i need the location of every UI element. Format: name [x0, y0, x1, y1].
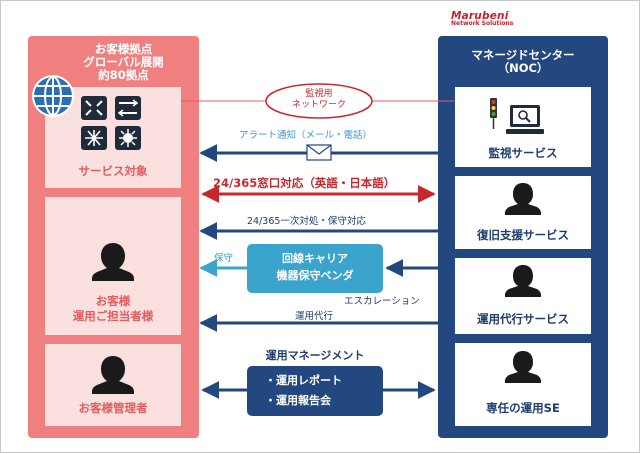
- customer-line-2: 運用ご担当者様: [72, 309, 154, 323]
- customer-line-1: お客様: [95, 294, 131, 308]
- customer-manager-label: お客様管理者: [78, 401, 148, 415]
- ops-proxy-service-label: 運用代行サービス: [477, 312, 569, 326]
- monitor-icon: [506, 105, 544, 134]
- brand-name: Marubeni: [451, 10, 509, 22]
- maintenance-label: 保守: [214, 253, 234, 264]
- brand-sub: Network Solutions: [451, 20, 514, 27]
- noc-title-line-1: マネージドセンター: [471, 48, 575, 62]
- title-line-2: グローバル展開: [83, 55, 164, 69]
- carrier-vendor-box: 回線キャリア 機器保守ベンダ: [247, 244, 383, 293]
- brand-logo: Marubeni Network Solutions: [451, 11, 551, 27]
- person-icon: [92, 356, 134, 394]
- customer-sites-title: お客様拠点 グローバル展開 約80拠点: [61, 43, 186, 82]
- traffic-light-icon: [490, 98, 497, 129]
- person-icon: [505, 265, 541, 297]
- alert-label: アラート通知（メール・電話）: [239, 130, 373, 141]
- ops-mgmt-box: ・運用レポート ・運用報告会: [247, 366, 383, 416]
- vendor-line: 機器保守ベンダ: [276, 269, 354, 282]
- envelope-icon: [306, 144, 332, 161]
- noc-title-line-2: （NOC）: [497, 61, 549, 75]
- monitoring-network-ellipse: [265, 83, 373, 119]
- dedicated-se-label: 専任の運用SE: [486, 401, 560, 415]
- ops-meeting-item: ・運用報告会: [265, 394, 331, 407]
- first-response-label: 24/365一次対処・保守対応: [247, 216, 366, 227]
- carrier-line: 回線キャリア: [282, 252, 348, 265]
- escalation-label: エスカレーション: [344, 296, 420, 307]
- service-target-label: サービス対象: [78, 164, 148, 178]
- router-icon: [81, 96, 107, 120]
- ops-mgmt-title: 運用マネージメント: [265, 349, 365, 362]
- switch-icon: [115, 96, 141, 120]
- person-icon: [505, 351, 541, 383]
- monitoring-network-line-1: 監視用: [305, 89, 333, 99]
- monitoring-network-line-2: ネットワーク: [291, 100, 346, 110]
- customer-ops-label: お客様 運用ご担当者様: [45, 294, 181, 324]
- hub-icon: [81, 126, 107, 150]
- recovery-service-label: 復旧支援サービス: [477, 228, 569, 242]
- monitoring-network-label: 監視用 ネットワーク: [266, 89, 372, 111]
- person-icon: [92, 243, 134, 281]
- person-icon: [505, 183, 541, 215]
- noc-title: マネージドセンター （NOC）: [438, 49, 608, 75]
- globe-icon: [32, 75, 74, 117]
- title-line-1: お客様拠点: [94, 42, 153, 56]
- title-line-3: 約80拠点: [98, 68, 149, 82]
- ops-report-item: ・運用レポート: [265, 374, 342, 387]
- network-node-icon: [115, 126, 141, 150]
- support-window-label: 24/365窓口対応（英語・日本語）: [213, 176, 396, 190]
- monitoring-service-label: 監視サービス: [488, 146, 558, 160]
- ops-proxy-label: 運用代行: [295, 311, 334, 322]
